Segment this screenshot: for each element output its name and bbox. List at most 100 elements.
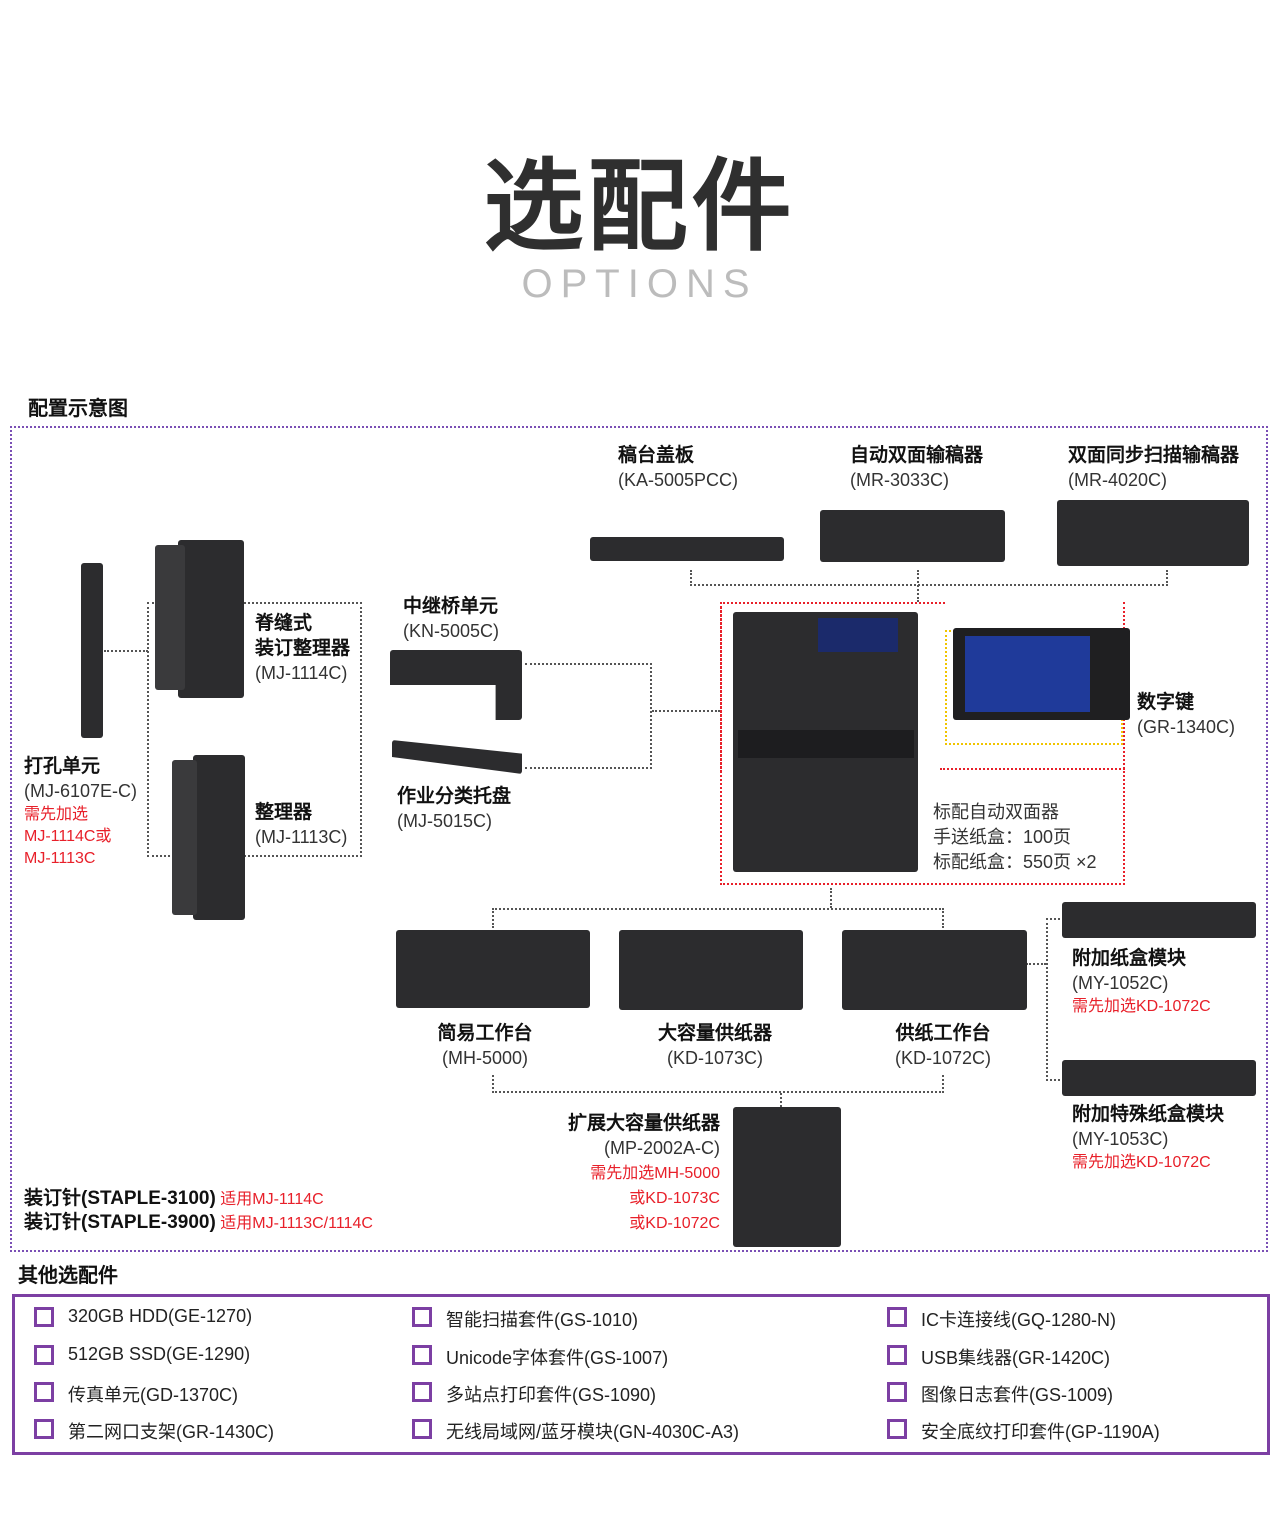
ext-lcf-note: 或KD-1073C: [629, 1190, 720, 1207]
pfp-name: 供纸工作台: [895, 1023, 991, 1044]
radf-model: (MR-3033C): [850, 470, 950, 490]
lcf-name: 大容量供纸器: [657, 1023, 772, 1044]
stand-image: [396, 930, 590, 1008]
cassette-name: 附加纸盒模块: [1072, 948, 1187, 969]
option-checkbox[interactable]: [34, 1345, 54, 1365]
finisher-model: (MJ-1113C): [255, 827, 348, 847]
ext-lcf-name: 扩展大容量供纸器: [567, 1113, 720, 1134]
option-checkbox[interactable]: [887, 1307, 907, 1327]
option-checkbox[interactable]: [887, 1419, 907, 1439]
ext-lcf-note: 或KD-1072C: [629, 1215, 720, 1232]
option-label: Unicode字体套件(GS-1007): [446, 1348, 669, 1368]
dsdf-model: (MR-4020C): [1068, 470, 1168, 490]
option-checkbox[interactable]: [412, 1345, 432, 1365]
stand-model: (MH-5000): [441, 1048, 529, 1068]
lcf-image: [619, 930, 803, 1010]
option-checkbox[interactable]: [412, 1382, 432, 1402]
mfp-panel-image: [818, 618, 898, 652]
special-cassette-model: (MY-1053C): [1072, 1129, 1169, 1149]
connector-line: [525, 663, 652, 769]
staple-note: 适用MJ-1113C/1114C: [220, 1215, 373, 1232]
finisher-tray-image: [172, 760, 197, 915]
standard-note: 手送纸盒：100页: [933, 827, 1072, 847]
option-label: 512GB SSD(GE-1290): [68, 1344, 251, 1364]
option-label: IC卡连接线(GQ-1280-N): [921, 1310, 1117, 1330]
cassette-image: [1062, 902, 1256, 938]
special-cassette-image: [1062, 1060, 1256, 1096]
platen-cover-name: 稿台盖板: [618, 445, 695, 466]
option-checkbox[interactable]: [412, 1419, 432, 1439]
dsdf-name: 双面同步扫描输稿器: [1068, 445, 1240, 466]
saddle-name: 脊缝式: [255, 613, 313, 634]
finisher-image: [193, 755, 245, 920]
saddle-name-2: 装订整理器: [255, 638, 351, 659]
punch-model: (MJ-6107E-C): [24, 781, 138, 801]
lcf-model: (KD-1073C): [666, 1048, 764, 1068]
punch-note: MJ-1114C或: [24, 828, 112, 845]
special-cassette-name: 附加特殊纸盒模块: [1072, 1104, 1225, 1125]
option-checkbox[interactable]: [34, 1307, 54, 1327]
bridge-name: 中继桥单元: [403, 596, 499, 617]
connector-line: [492, 1075, 944, 1093]
page-subtitle: OPTIONS: [521, 262, 758, 306]
staple-label: 装订针(STAPLE-3100): [24, 1188, 216, 1209]
standard-note: 标配纸盒：550页 ×2: [933, 852, 1097, 872]
option-label: 传真单元(GD-1370C): [68, 1385, 239, 1405]
connector-line: [652, 710, 720, 712]
option-checkbox[interactable]: [34, 1419, 54, 1439]
option-label: USB集线器(GR-1420C): [921, 1348, 1111, 1368]
saddle-model: (MJ-1114C): [255, 663, 348, 683]
connector-line: [147, 602, 362, 857]
platen-cover-image: [590, 537, 784, 561]
mfp-output-image: [738, 730, 914, 758]
option-label: 第二网口支架(GR-1430C): [68, 1422, 275, 1442]
job-tray-name: 作业分类托盘: [397, 786, 512, 807]
special-cassette-note: 需先加选KD-1072C: [1072, 1154, 1211, 1171]
option-label: 多站点打印套件(GS-1090): [446, 1385, 657, 1405]
option-checkbox[interactable]: [412, 1307, 432, 1327]
standard-config-outline: [940, 768, 1125, 770]
punch-note: 需先加选: [24, 806, 89, 823]
option-label: 安全底纹打印套件(GP-1190A): [921, 1422, 1160, 1442]
job-tray-model: (MJ-5015C): [397, 811, 493, 831]
diagram-section-title: 配置示意图: [28, 398, 128, 420]
finisher-name: 整理器: [255, 802, 313, 823]
option-label: 320GB HDD(GE-1270): [68, 1306, 253, 1326]
stand-name: 简易工作台: [437, 1023, 533, 1044]
connector-line: [104, 650, 148, 652]
connector-line: [917, 570, 919, 602]
connector-line: [780, 1093, 782, 1107]
option-checkbox[interactable]: [887, 1345, 907, 1365]
standard-config-outline: [720, 602, 945, 772]
connector-line: [1046, 918, 1060, 1081]
connector-line: [492, 908, 944, 928]
punch-name: 打孔单元: [24, 756, 101, 777]
punch-note: MJ-1113C: [24, 850, 96, 867]
radf-image: [820, 510, 1005, 562]
platen-cover-model: (KA-5005PCC): [618, 470, 739, 490]
staple-label: 装订针(STAPLE-3900): [24, 1212, 216, 1233]
ext-lcf-image: [733, 1107, 841, 1247]
connector-line: [1026, 963, 1046, 965]
dsdf-image: [1057, 500, 1249, 566]
cassette-note: 需先加选KD-1072C: [1072, 998, 1211, 1015]
other-options-box: [12, 1294, 1270, 1455]
option-checkbox[interactable]: [34, 1382, 54, 1402]
saddle-finisher-image: [178, 540, 244, 698]
radf-name: 自动双面输稿器: [850, 445, 984, 466]
other-options-title: 其他选配件: [18, 1265, 118, 1287]
standard-note: 标配自动双面器: [933, 802, 1059, 822]
option-checkbox[interactable]: [887, 1382, 907, 1402]
ext-lcf-model: (MP-2002A-C): [603, 1138, 720, 1158]
control-panel-screen: [965, 636, 1090, 712]
diagram-frame: [10, 426, 1268, 1252]
bridge-model: (KN-5005C): [403, 621, 500, 641]
staple-note: 适用MJ-1114C: [220, 1191, 324, 1208]
ext-lcf-note: 需先加选MH-5000: [590, 1165, 720, 1182]
cassette-model: (MY-1052C): [1072, 973, 1169, 993]
keypad-model: (GR-1340C): [1137, 717, 1236, 737]
page-title: 选配件: [483, 151, 796, 263]
option-label: 无线局域网/蓝牙模块(GN-4030C-A3): [446, 1422, 740, 1442]
pfp-model: (KD-1072C): [894, 1048, 992, 1068]
keypad-name: 数字键: [1137, 692, 1195, 713]
